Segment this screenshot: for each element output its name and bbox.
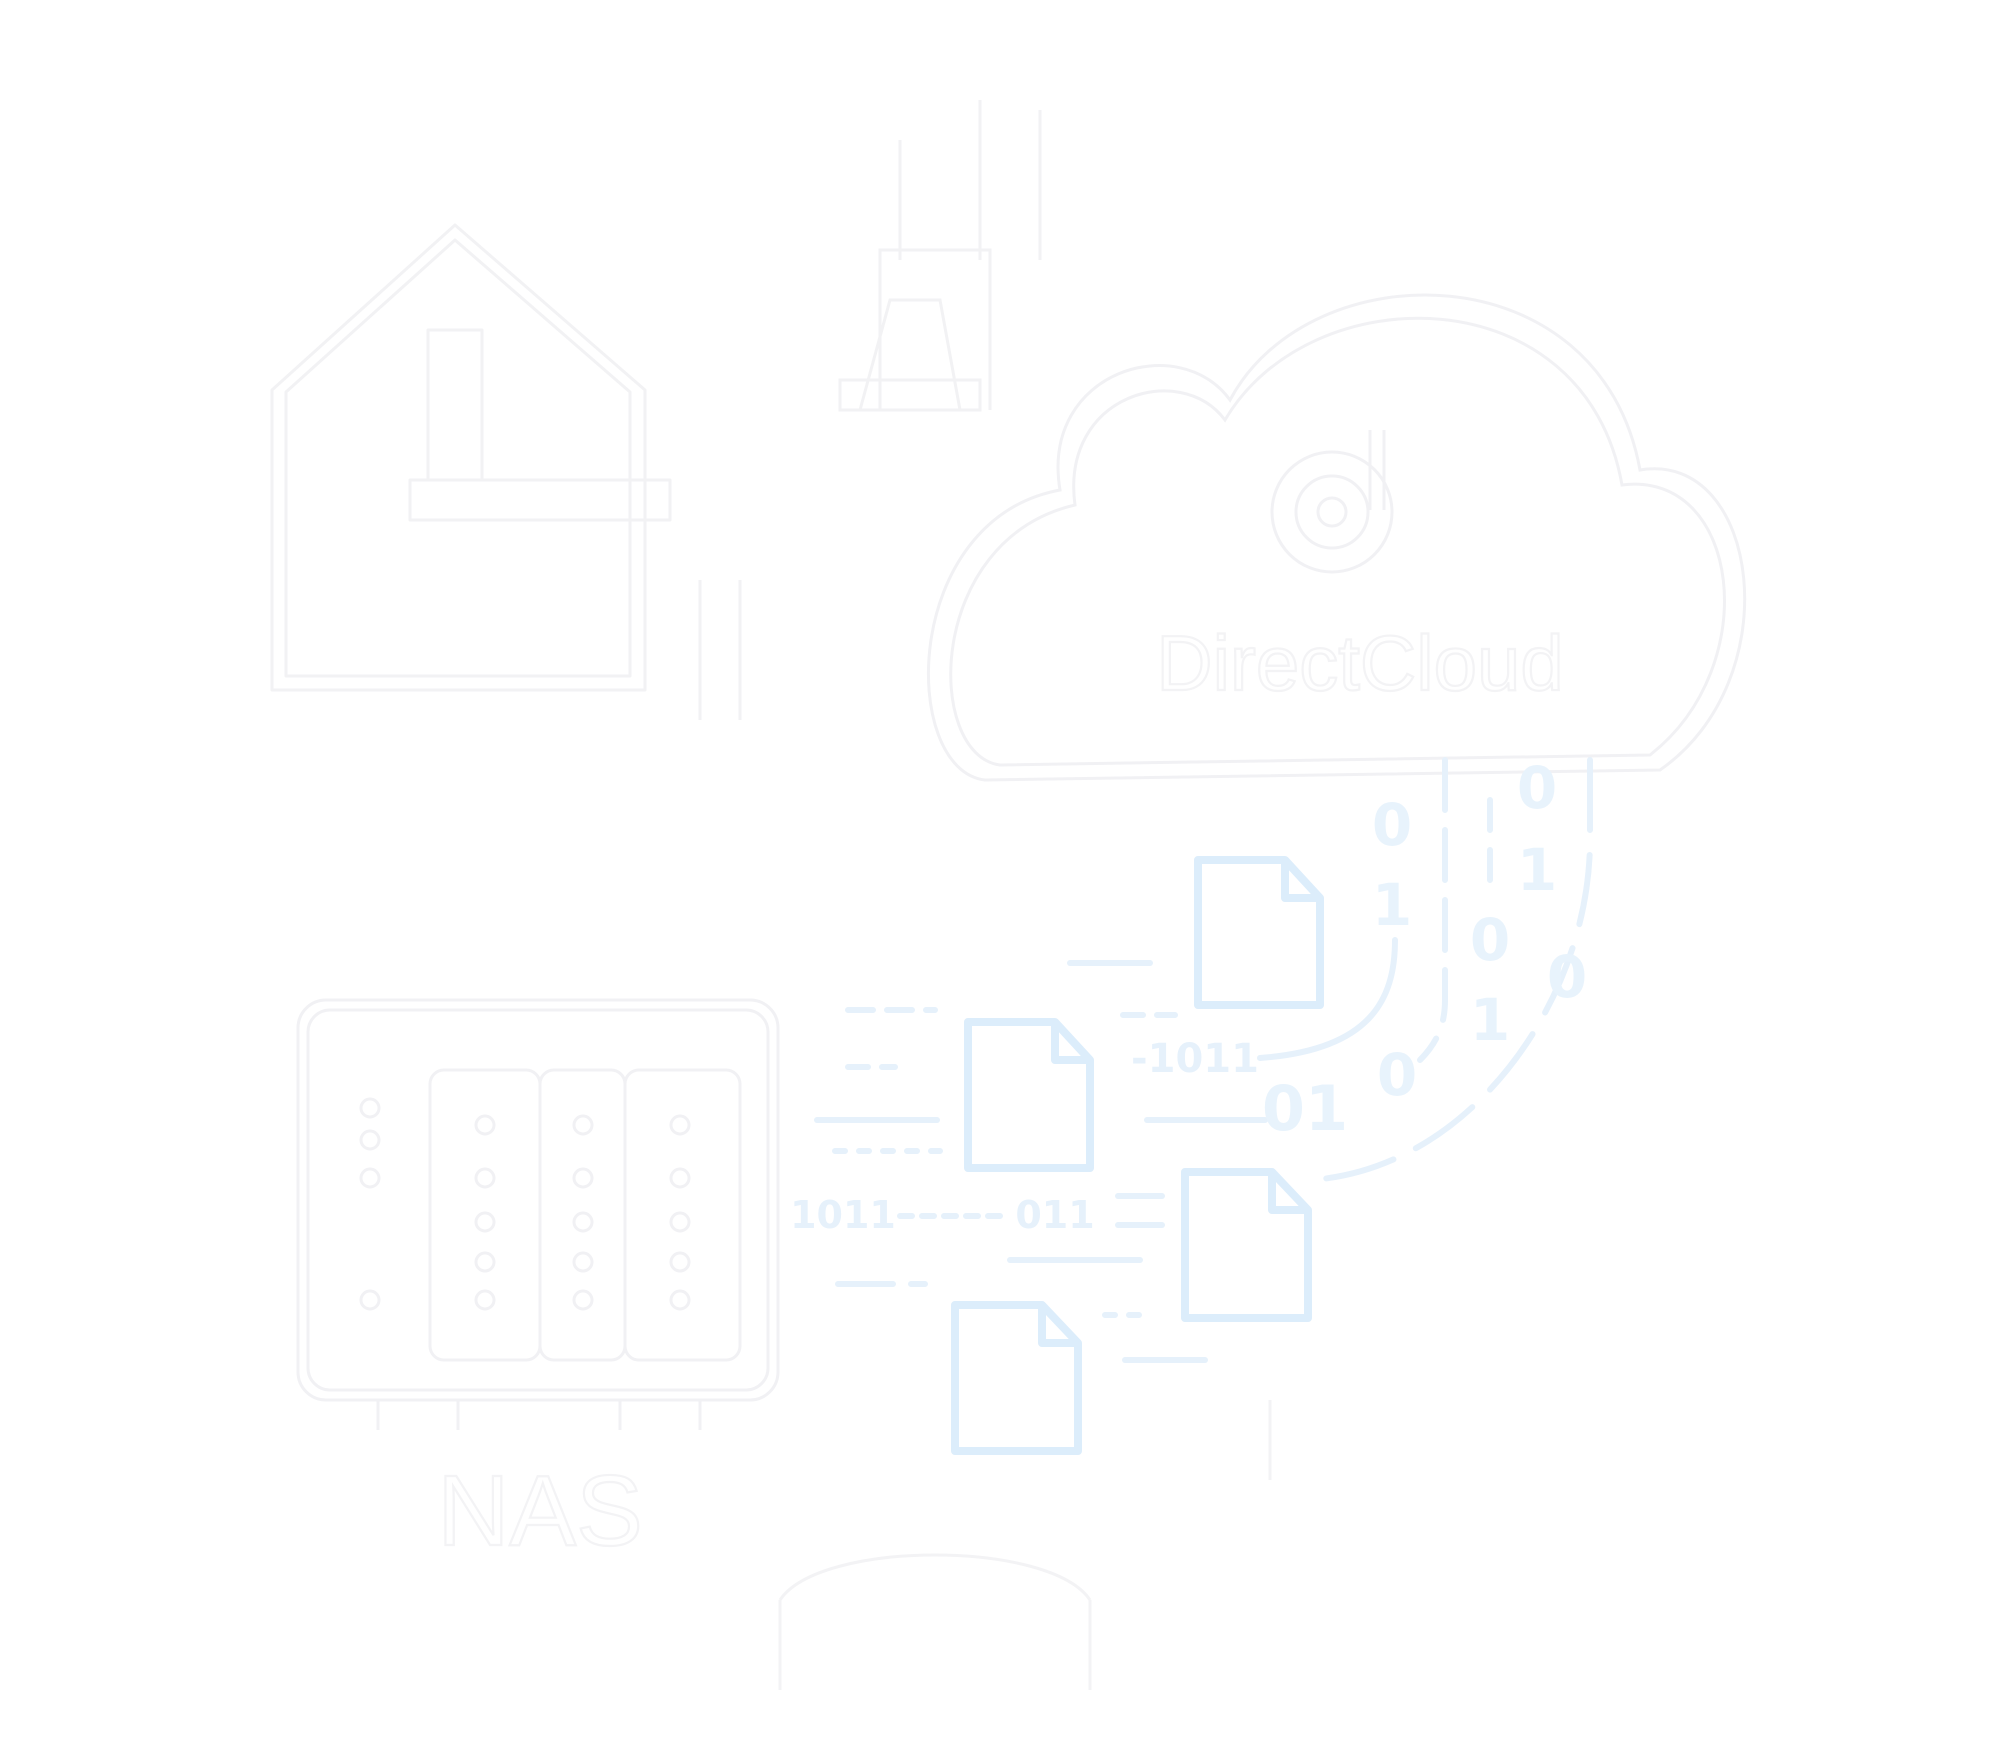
bit-digit: 0: [1377, 1041, 1417, 1109]
nas-server-icon: [296, 998, 780, 1430]
binary-code-label: -1011: [1131, 1036, 1259, 1082]
bit-digit: 0: [1517, 754, 1557, 822]
binary-code-label: 1011: [790, 1193, 896, 1237]
tower-icon: [838, 100, 1042, 412]
bit-digit: 0: [1372, 791, 1412, 859]
nas-led-indicators: [359, 1097, 691, 1311]
bit-digit: 0: [1470, 906, 1510, 974]
directcloud-logo-icon: [1270, 430, 1394, 574]
bit-digit: 1: [1372, 871, 1412, 939]
binary-code-label: 01: [1262, 1072, 1348, 1145]
office-building-icon: [270, 223, 742, 720]
bit-digit: 1: [1517, 836, 1557, 904]
file-document-icon: [964, 1018, 1094, 1172]
bit-digit: 0: [1547, 943, 1587, 1011]
nas-label: NAS: [437, 1455, 643, 1567]
file-document-icon: [951, 1301, 1082, 1455]
bit-digit: 1: [1470, 986, 1510, 1054]
directcloud-cloud-icon: [926, 293, 1747, 782]
bottom-device-icon: [778, 1400, 1272, 1690]
file-document-icon: [1194, 856, 1324, 1009]
file-document-icon: [1181, 1168, 1312, 1322]
data-stream-lines: [814, 757, 1593, 1363]
cloud-label: DirectCloud: [1156, 619, 1563, 707]
binary-code-label: 011: [1015, 1193, 1094, 1237]
